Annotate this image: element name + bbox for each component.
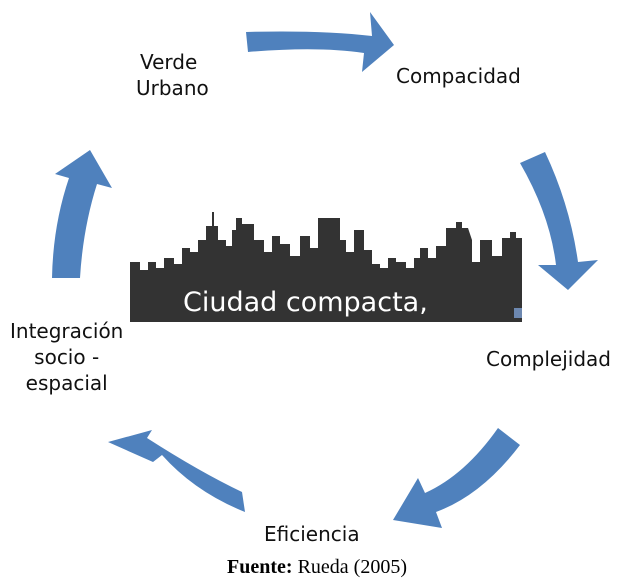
node-eficiencia-line-1: Eficiencia bbox=[264, 522, 360, 546]
node-integracion-line-1: Integración bbox=[10, 319, 124, 343]
node-verde-urbano-line-1: Verde bbox=[140, 50, 198, 74]
arrow-verde-to-compacidad bbox=[246, 12, 394, 72]
node-verde-urbano: Verde Urbano bbox=[136, 49, 209, 101]
arrow-integracion-to-verde bbox=[52, 150, 112, 278]
node-complejidad: Complejidad bbox=[486, 346, 611, 372]
node-compacidad-line-1: Compacidad bbox=[396, 64, 521, 88]
node-integracion-line-3: espacial bbox=[25, 371, 108, 395]
node-verde-urbano-line-2: Urbano bbox=[136, 76, 209, 100]
center-caption: Ciudad compacta, bbox=[183, 287, 428, 318]
arrow-complejidad-to-eficiencia bbox=[393, 428, 520, 528]
source-caption: Fuente: Rueda (2005) bbox=[0, 556, 634, 579]
node-compacidad: Compacidad bbox=[396, 63, 521, 89]
arrow-eficiencia-to-integracion bbox=[108, 430, 245, 512]
node-integracion-line-2: socio - bbox=[34, 345, 100, 369]
arrow-compacidad-to-complejidad bbox=[520, 152, 598, 290]
node-complejidad-line-1: Complejidad bbox=[486, 347, 611, 371]
city-skyline-image: Ciudad compacta, bbox=[130, 212, 522, 322]
source-text: Rueda (2005) bbox=[297, 556, 407, 578]
node-integracion: Integración socio - espacial bbox=[10, 318, 123, 396]
source-label: Fuente: bbox=[227, 556, 293, 578]
node-eficiencia: Eficiencia bbox=[264, 521, 360, 547]
